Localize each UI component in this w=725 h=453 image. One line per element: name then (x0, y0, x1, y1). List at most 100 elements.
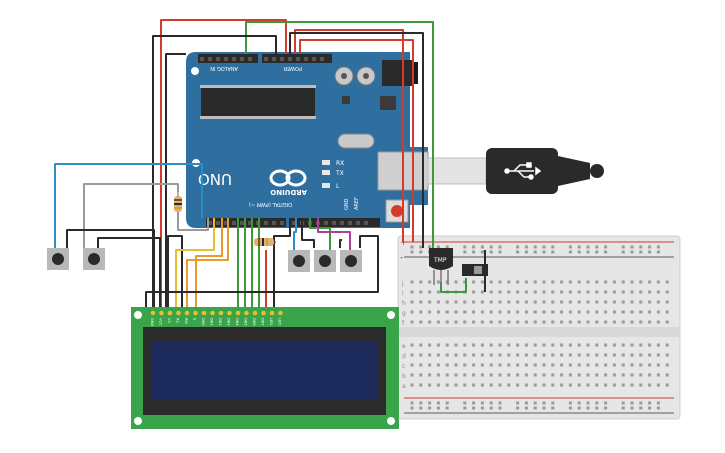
rail-hole (577, 245, 581, 249)
breadboard-hole (648, 320, 652, 324)
breadboard-hole (410, 310, 414, 314)
push-button[interactable] (340, 250, 362, 272)
wire-orange[interactable] (186, 218, 229, 307)
wire-black[interactable] (66, 229, 155, 307)
rail-hole (410, 406, 414, 410)
resistor[interactable] (254, 238, 274, 246)
push-button[interactable] (314, 250, 336, 272)
wire-gray[interactable] (83, 183, 179, 248)
breadboard-hole (507, 373, 511, 377)
arduino-uno-board[interactable]: RX TX L ARDUINO UNO DIGITAL (PWM ~) ANAL… (186, 52, 429, 228)
rail-hole (568, 250, 572, 254)
rail-hole (577, 401, 581, 405)
push-button[interactable] (288, 250, 310, 272)
breadboard-hole (419, 343, 423, 347)
wire-black[interactable] (145, 235, 379, 307)
wire-black[interactable] (165, 53, 186, 307)
lcd-pin-label: GND (150, 318, 154, 326)
breadboard-hole (595, 290, 599, 294)
breadboard-hole (498, 290, 502, 294)
rail-hole (639, 250, 643, 254)
rail-hole (472, 250, 476, 254)
lcd-pin-label: RW (184, 318, 188, 324)
breadboard-hole (472, 353, 476, 357)
wire-blue[interactable] (293, 218, 297, 252)
rail-hole (419, 401, 423, 405)
breadboard-hole (648, 280, 652, 284)
lcd-pin-label: DB7 (261, 318, 265, 326)
header-pin (324, 221, 328, 225)
breadboard-hole (480, 280, 484, 284)
breadboard-hole (445, 383, 449, 387)
wire-green[interactable] (245, 21, 434, 257)
wire-black[interactable] (339, 239, 342, 248)
wire-blue[interactable] (54, 163, 203, 248)
wire-red[interactable] (294, 29, 404, 242)
rail-hole (489, 401, 493, 405)
wire-black[interactable] (97, 237, 161, 307)
breadboard-hole (436, 290, 440, 294)
breadboard[interactable]: + - j i h g f e d c b a (397, 235, 681, 420)
wire-yellow[interactable] (175, 218, 215, 307)
power-jack[interactable] (382, 60, 412, 86)
wire-black[interactable] (301, 218, 315, 248)
rail-hole (445, 406, 449, 410)
breadboard-hole (428, 320, 432, 324)
wire-black[interactable] (289, 32, 424, 248)
breadboard-hole (577, 320, 581, 324)
rail-hole (489, 406, 493, 410)
breadboard-hole (419, 320, 423, 324)
push-button[interactable] (83, 248, 105, 270)
wire-purple[interactable] (317, 218, 351, 252)
lcd-pin-label: VCC (159, 318, 163, 326)
temperature-sensor[interactable]: TMP (429, 248, 453, 285)
breadboard-hole (577, 363, 581, 367)
wire-orange[interactable] (195, 218, 223, 307)
breadboard-hole (551, 300, 555, 304)
breadboard-hole (595, 373, 599, 377)
crystal (337, 133, 375, 149)
breadboard-hole (568, 280, 572, 284)
breadboard-hole (639, 373, 643, 377)
breadboard-hole (568, 310, 572, 314)
breadboard-hole (472, 290, 476, 294)
breadboard-hole (533, 353, 537, 357)
wires[interactable] (54, 19, 486, 307)
rail-hole (639, 406, 643, 410)
breadboard-hole (445, 300, 449, 304)
header-pin (232, 57, 236, 61)
breadboard-hole (630, 310, 634, 314)
wire-red[interactable] (299, 39, 414, 242)
usb-cable[interactable] (427, 148, 604, 194)
breadboard-hole (436, 280, 440, 284)
breadboard-hole (436, 343, 440, 347)
wire-gray[interactable] (177, 212, 209, 231)
rail-hole (621, 406, 625, 410)
slide-switch[interactable] (462, 264, 488, 276)
wire-black[interactable] (167, 235, 183, 307)
breadboard-hole (542, 300, 546, 304)
wire-green[interactable] (440, 278, 467, 293)
breadboard-hole (595, 383, 599, 387)
wire-black[interactable] (152, 35, 277, 307)
resistor[interactable] (174, 190, 182, 214)
rail-hole (419, 245, 423, 249)
breadboard-hole (586, 290, 590, 294)
header-pin (248, 57, 252, 61)
push-button[interactable] (47, 248, 69, 270)
breadboard-hole (454, 310, 458, 314)
reset-button[interactable] (391, 205, 403, 217)
breadboard-hole (516, 343, 520, 347)
header-pin (296, 57, 300, 61)
rail-hole (445, 245, 449, 249)
breadboard-hole (489, 310, 493, 314)
breadboard-hole (586, 300, 590, 304)
breadboard-hole (586, 363, 590, 367)
breadboard-hole (533, 383, 537, 387)
wire-black[interactable] (273, 218, 291, 307)
breadboard-hole (551, 353, 555, 357)
breadboard-hole (586, 320, 590, 324)
wire-green[interactable] (309, 218, 331, 252)
